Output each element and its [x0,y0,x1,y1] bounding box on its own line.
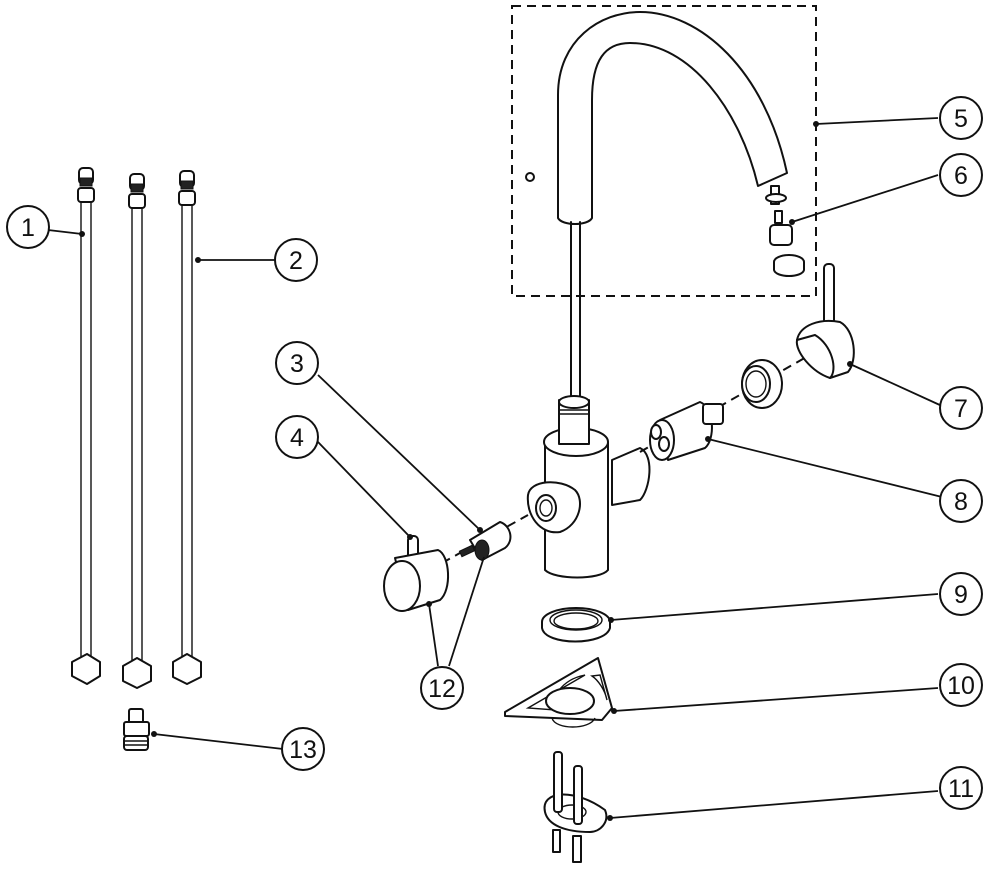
main-lever [795,263,855,379]
svg-text:7: 7 [954,395,968,423]
callout-11: 11 [939,766,983,810]
callout-8: 8 [939,479,983,523]
aerator [765,185,805,277]
svg-text:13: 13 [289,736,317,764]
svg-text:2: 2 [289,247,303,275]
svg-text:10: 10 [947,672,975,700]
callout-12: 12 [420,666,464,710]
hose-right [172,170,202,685]
svg-text:9: 9 [954,581,968,609]
side-cartridge [458,521,512,561]
hose-left [71,167,101,685]
callout-4: 4 [275,415,319,459]
callout-10: 10 [939,663,983,707]
base-plate [504,657,613,728]
callout-3: 3 [275,341,319,385]
leader-lines [47,117,943,821]
svg-text:12: 12 [428,675,456,703]
svg-text:11: 11 [948,775,974,803]
hose-middle [122,173,152,689]
callout-1: 1 [6,205,50,249]
adaptor-fitting [123,708,150,751]
svg-text:4: 4 [290,424,304,452]
svg-text:6: 6 [954,162,968,190]
svg-text:5: 5 [954,105,968,133]
callout-2: 2 [274,238,318,282]
spout [525,11,788,399]
side-handle [383,535,449,612]
mounting-bracket [543,751,608,863]
tap-body [526,395,651,579]
callout-7: 7 [939,386,983,430]
svg-text:8: 8 [954,488,968,516]
callout-13: 13 [281,727,325,771]
callout-9: 9 [939,572,983,616]
svg-text:3: 3 [290,350,304,378]
spout-group-outline [511,5,817,297]
svg-text:1: 1 [21,214,35,242]
seal-ring [541,607,611,643]
mixing-cartridge [649,401,724,461]
cartridge-ring [741,359,783,409]
callout-6: 6 [939,153,983,197]
callout-5: 5 [939,96,983,140]
